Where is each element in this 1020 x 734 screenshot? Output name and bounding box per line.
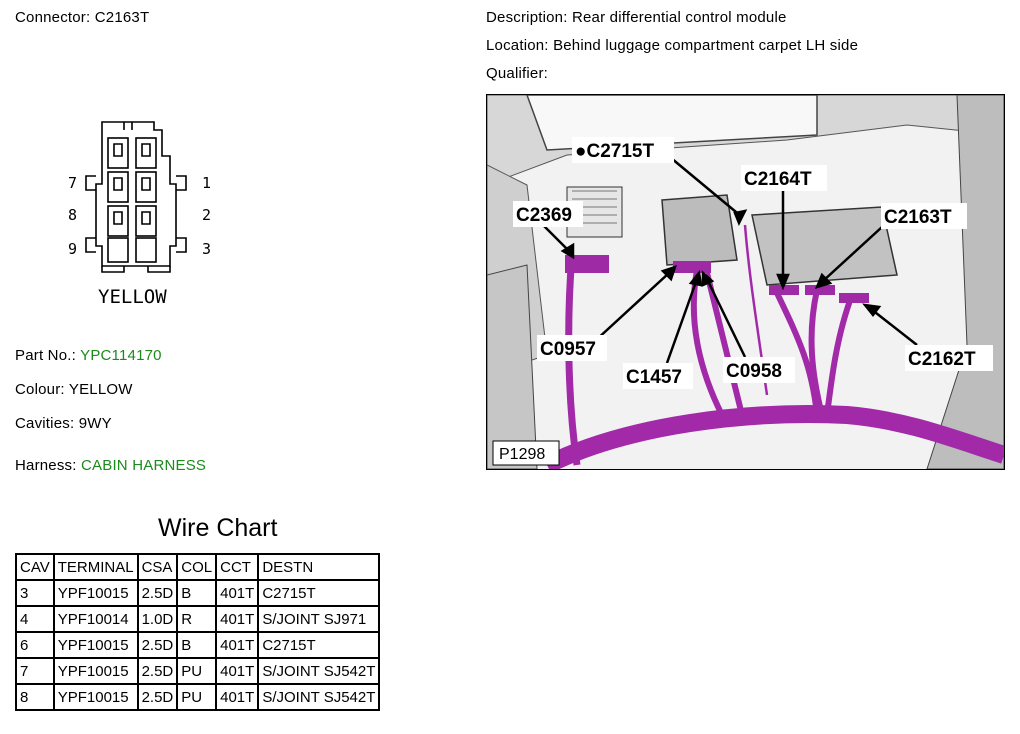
cell-terminal: YPF10015 — [52, 631, 139, 659]
callout-c2369: C2369 — [516, 205, 572, 226]
location-label: Location: — [486, 37, 549, 54]
harness-label: Harness: — [15, 457, 77, 474]
cell-col: PU — [176, 683, 218, 711]
pin-label-2: 2 — [202, 206, 211, 224]
location-photo: ●C2715T C2369 C2164T C2163T C0957 C1457 … — [486, 94, 1005, 470]
part-no-label: Part No.: — [15, 347, 76, 364]
callout-c2163t: C2163T — [884, 207, 952, 228]
pin-label-3: 3 — [202, 240, 211, 258]
cavities-field: Cavities: 9WY — [15, 415, 112, 432]
harness-field: Harness: CABIN HARNESS — [15, 457, 206, 474]
cell-csa: 1.0D — [136, 605, 179, 633]
cell-cav: 7 — [15, 657, 55, 685]
cell-cav: 6 — [15, 631, 55, 659]
description-field: Description: Rear differential control m… — [486, 9, 787, 26]
wire-chart-title: Wire Chart — [158, 514, 278, 542]
callout-c0958: C0958 — [726, 361, 782, 382]
colour-label: Colour: — [15, 381, 65, 398]
cell-destn: S/JOINT SJ971 — [257, 605, 381, 633]
colour-value: YELLOW — [68, 381, 133, 398]
connector-value: C2163T — [94, 9, 150, 26]
cell-cct: 401T — [215, 605, 260, 633]
pin-label-8: 8 — [68, 206, 77, 224]
callout-c2164t: C2164T — [744, 169, 812, 190]
cell-cct: 401T — [215, 657, 260, 685]
qualifier-field: Qualifier: — [486, 65, 548, 82]
pin-label-7: 7 — [68, 174, 77, 192]
header-cct: CCT — [215, 553, 260, 581]
cavities-label: Cavities: — [15, 415, 75, 432]
cell-terminal: YPF10015 — [52, 579, 139, 607]
part-no-field: Part No.: YPC114170 — [15, 347, 162, 364]
connector-label: Connector: — [15, 9, 91, 26]
header-terminal: TERMINAL — [52, 553, 139, 581]
cell-col: R — [176, 605, 218, 633]
header-destn: DESTN — [257, 553, 381, 581]
cell-cav: 8 — [15, 683, 55, 711]
callout-p1298: P1298 — [499, 446, 545, 463]
pin-label-9: 9 — [68, 240, 77, 258]
cell-cct: 401T — [215, 579, 260, 607]
harness-value: CABIN HARNESS — [81, 457, 207, 474]
colour-caption: YELLOW — [98, 286, 167, 308]
cell-cct: 401T — [215, 631, 260, 659]
cell-destn: S/JOINT SJ542T — [257, 683, 381, 711]
connector-face-diagram: 7 8 9 1 2 3 YELLOW — [68, 121, 211, 308]
table-header-row: CAV TERMINAL CSA COL CCT DESTN — [15, 553, 381, 581]
cell-terminal: YPF10015 — [52, 657, 139, 685]
cell-terminal: YPF10015 — [52, 683, 139, 711]
pin-label-1: 1 — [202, 174, 211, 192]
callout-c2715t: ●C2715T — [575, 141, 654, 162]
cell-csa: 2.5D — [136, 579, 179, 607]
header-csa: CSA — [136, 553, 179, 581]
callout-c1457: C1457 — [626, 367, 682, 388]
header-cav: CAV — [15, 553, 55, 581]
description-label: Description: — [486, 9, 568, 26]
connector-field: Connector: C2163T — [15, 9, 149, 26]
cell-csa: 2.5D — [136, 631, 179, 659]
cell-destn: C2715T — [257, 579, 381, 607]
callout-c2162t: C2162T — [908, 349, 976, 370]
cell-col: B — [176, 579, 218, 607]
location-field: Location: Behind luggage compartment car… — [486, 37, 858, 54]
header-col: COL — [176, 553, 218, 581]
colour-field: Colour: YELLOW — [15, 381, 133, 398]
part-no-value: YPC114170 — [80, 347, 162, 364]
cell-col: PU — [176, 657, 218, 685]
callout-c0957: C0957 — [540, 339, 596, 360]
cell-destn: S/JOINT SJ542T — [257, 657, 381, 685]
location-value: Behind luggage compartment carpet LH sid… — [553, 37, 859, 54]
cell-cav: 3 — [15, 579, 55, 607]
cell-cav: 4 — [15, 605, 55, 633]
cell-col: B — [176, 631, 218, 659]
cell-destn: C2715T — [257, 631, 381, 659]
cavities-value: 9WY — [78, 415, 112, 432]
cell-csa: 2.5D — [136, 683, 179, 711]
cell-csa: 2.5D — [136, 657, 179, 685]
description-value: Rear differential control module — [571, 9, 787, 26]
cell-cct: 401T — [215, 683, 260, 711]
qualifier-label: Qualifier: — [486, 65, 549, 82]
cell-terminal: YPF10014 — [52, 605, 139, 633]
